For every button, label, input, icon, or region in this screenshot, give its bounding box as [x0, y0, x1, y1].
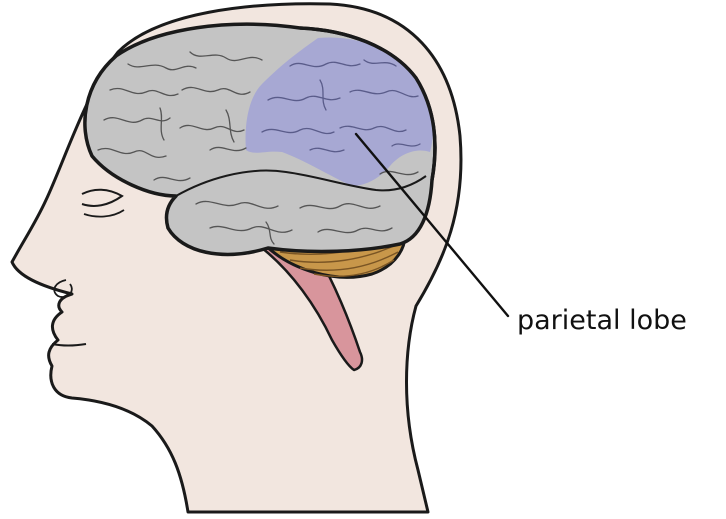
parietal-lobe-label: parietal lobe [517, 305, 687, 336]
